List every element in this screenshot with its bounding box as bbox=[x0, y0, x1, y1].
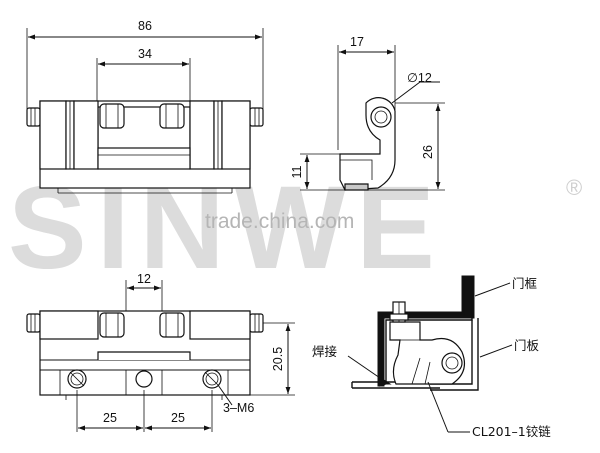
front-view: 86 34 bbox=[26, 19, 264, 194]
label-weld: 焊接 bbox=[312, 344, 338, 359]
bottom-pitch-right: 25 bbox=[171, 411, 185, 425]
side-view: 17 ∅12 26 11 bbox=[290, 35, 445, 191]
label-hinge-model: CL201–1铰链 bbox=[472, 424, 551, 439]
side-height: 26 bbox=[421, 145, 435, 159]
label-door-frame: 门框 bbox=[512, 276, 538, 291]
watermark-site: trade.china.com bbox=[205, 210, 354, 233]
bottom-view: 12 20.5 bbox=[26, 272, 295, 432]
side-lower-height: 11 bbox=[290, 165, 304, 178]
side-width: 17 bbox=[350, 35, 364, 49]
front-center-width: 34 bbox=[138, 47, 152, 61]
bottom-center-gap: 12 bbox=[137, 272, 151, 286]
watermark-registered-mark: ® bbox=[566, 175, 582, 200]
front-overall-width: 86 bbox=[138, 19, 152, 33]
bottom-hole-callout: 3–M6 bbox=[223, 401, 254, 415]
assembly-view: 门框 焊接 门板 CL201–1铰链 bbox=[312, 275, 551, 439]
label-door-panel: 门板 bbox=[514, 338, 540, 353]
side-hole-diameter: ∅12 bbox=[407, 71, 432, 85]
bottom-height: 20.5 bbox=[271, 347, 285, 371]
bottom-pitch-left: 25 bbox=[103, 411, 117, 425]
